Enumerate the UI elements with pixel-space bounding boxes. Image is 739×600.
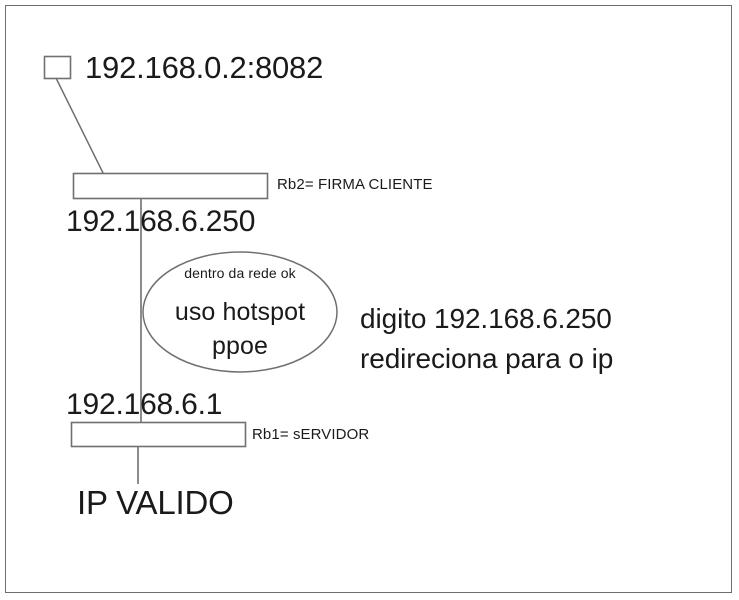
ellipse-note-line1: dentro da rede ok xyxy=(184,265,296,281)
right-note-line2: redireciona para o ip xyxy=(360,343,614,374)
ellipse-note-line2: uso hotspot xyxy=(174,298,306,326)
router2-box-shape[interactable] xyxy=(72,172,269,200)
router1-side-label: Rb1= sERVIDOR xyxy=(252,426,370,443)
note-ellipse-shape[interactable] xyxy=(142,251,338,373)
right-note-line1: digito 192.168.6.250 xyxy=(360,303,612,334)
router2-side-label: Rb2= FIRMA CLIENTE xyxy=(277,176,433,193)
page-border-frame xyxy=(5,5,732,593)
client-square-shape[interactable] xyxy=(43,55,72,80)
ip-valido-label: IP VALIDO xyxy=(77,484,234,521)
top-address-label: 192.168.0.2:8082 xyxy=(85,50,324,85)
connector-client-to-router2 xyxy=(55,77,110,186)
ellipse-note-line3: ppoe xyxy=(211,332,268,360)
router1-box-shape[interactable] xyxy=(70,421,247,448)
router1-address-label: 192.168.6.1 xyxy=(66,388,223,421)
router2-address-label: 192.168.6.250 xyxy=(66,205,256,238)
